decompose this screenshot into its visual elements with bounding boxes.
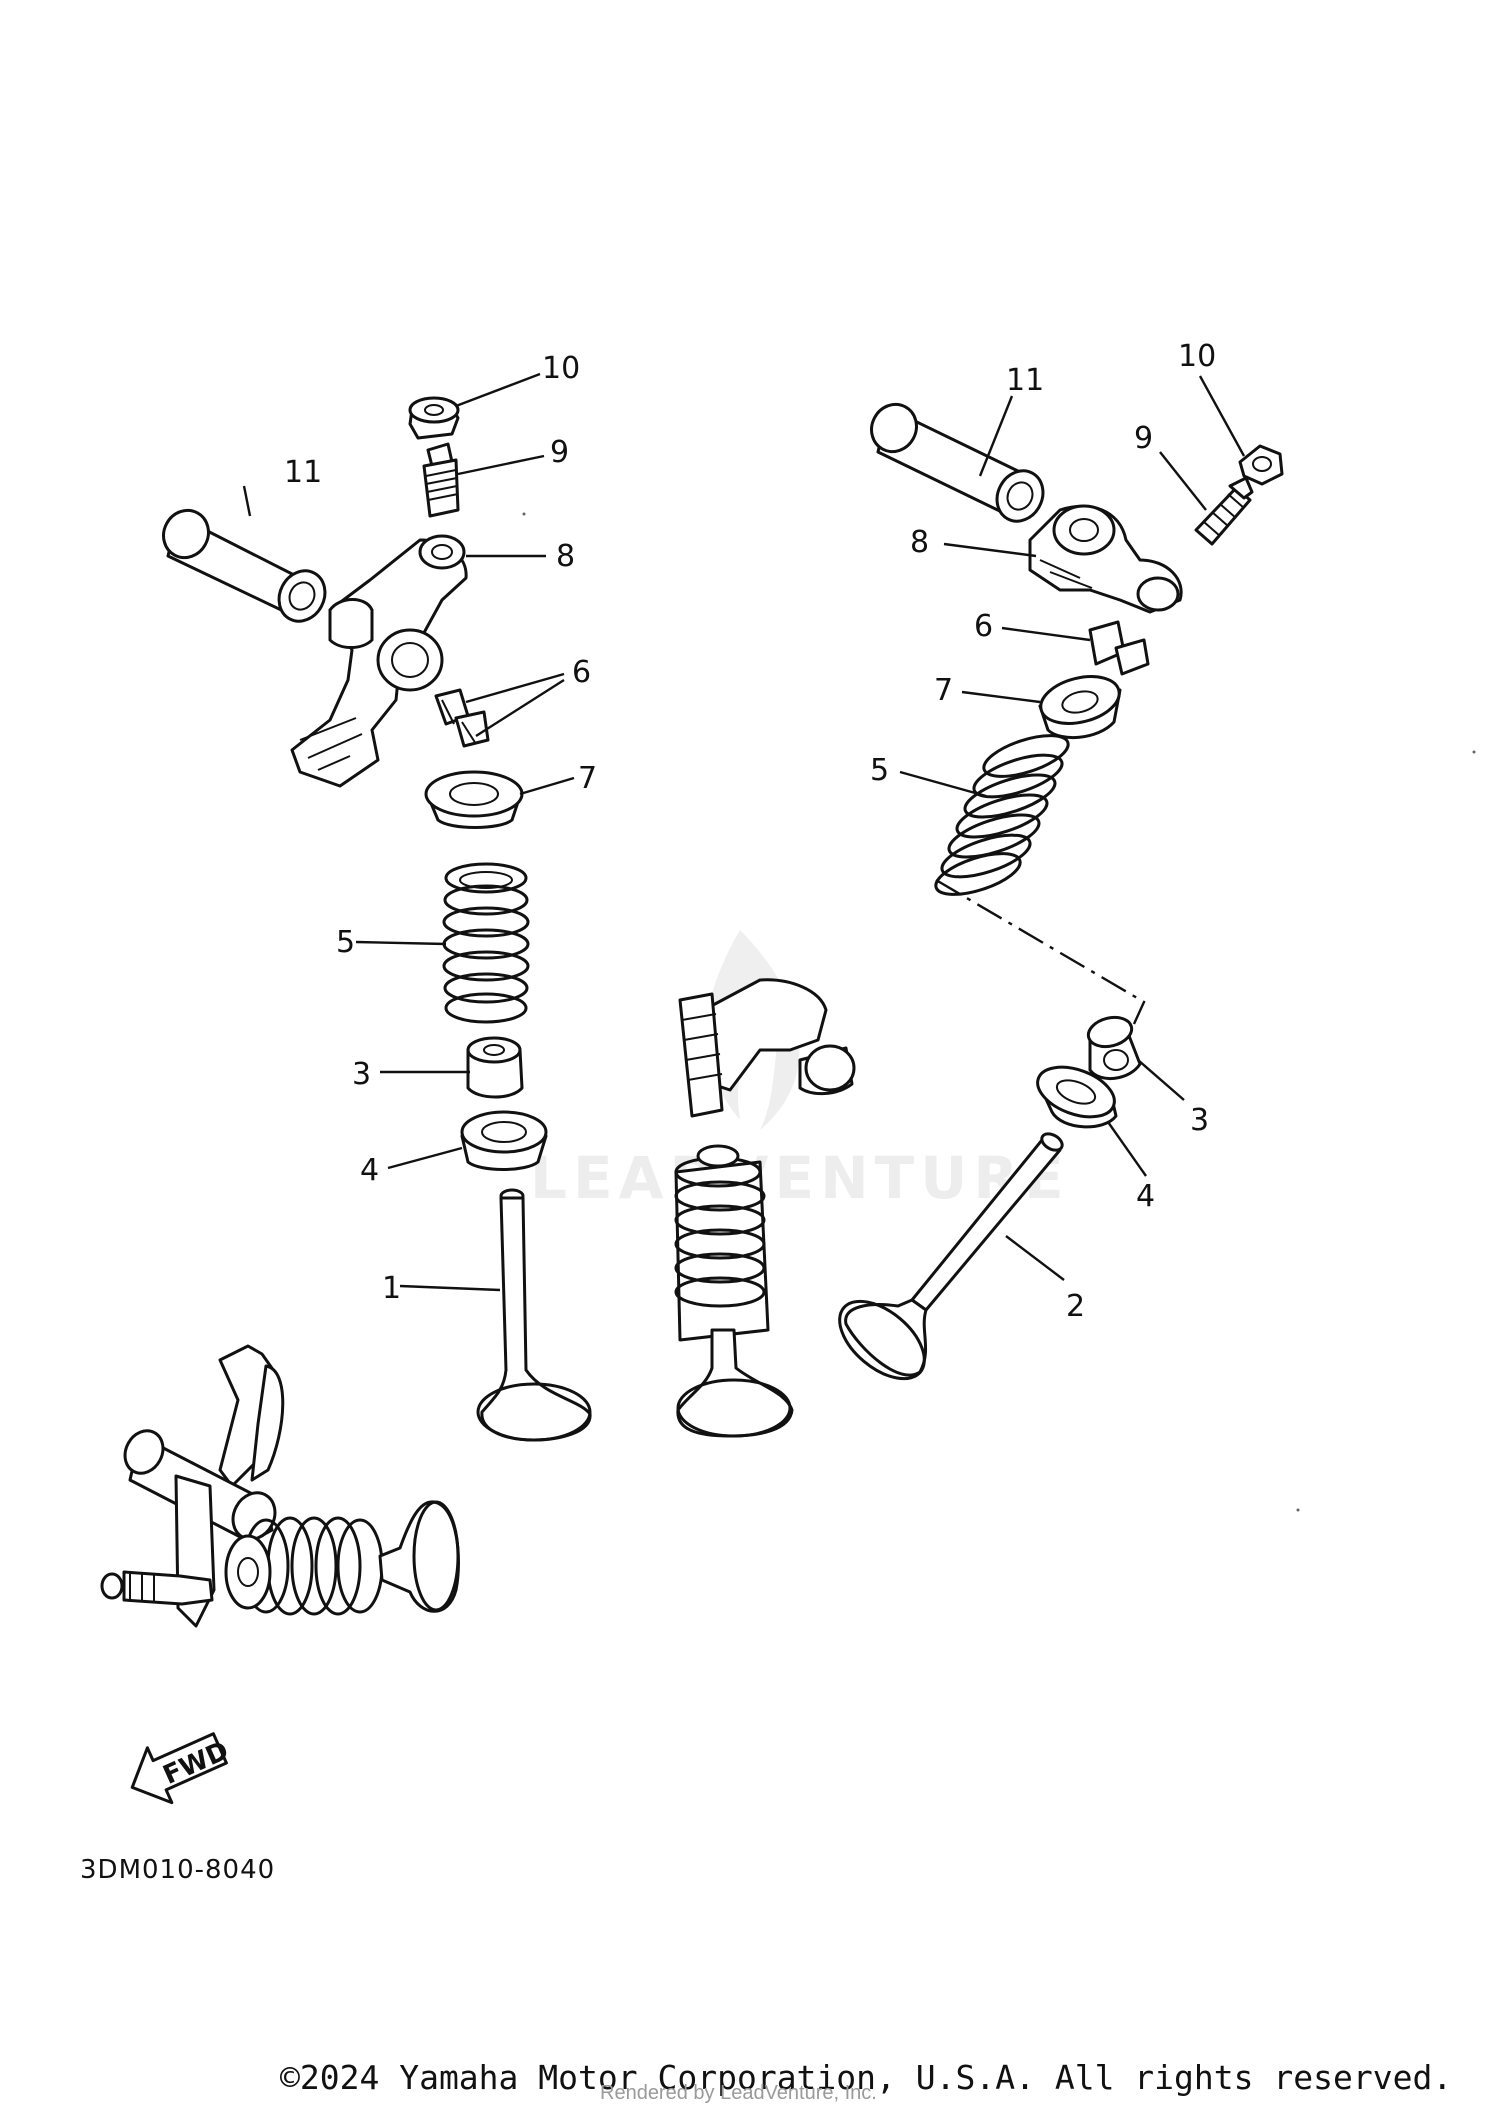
callout-left-adjuster-screw: 9 bbox=[550, 435, 569, 470]
rendered-by-text: Rendered by LeadVenture, Inc. bbox=[600, 2082, 877, 2104]
right-retainer-part bbox=[1038, 675, 1122, 740]
left-valve-part bbox=[476, 1188, 592, 1442]
left-adjuster-screw-part bbox=[422, 442, 460, 518]
callout-right-adjuster-screw: 9 bbox=[1134, 421, 1153, 456]
callout-left-retainer: 7 bbox=[578, 761, 597, 796]
callout-left-cotter: 6 bbox=[572, 655, 591, 690]
lower-left-reference-assembly bbox=[100, 1344, 460, 1628]
callout-left-stem-seal: 3 bbox=[352, 1057, 371, 1092]
right-adjuster-screw-part bbox=[1194, 476, 1254, 546]
right-valve-part bbox=[838, 1132, 1064, 1381]
right-adjuster-nut-part bbox=[1238, 444, 1284, 486]
callout-left-rocker-arm: 8 bbox=[556, 539, 575, 574]
callout-left-rocker-shaft: 11 bbox=[284, 455, 322, 490]
callout-right-rocker-arm: 8 bbox=[910, 525, 929, 560]
callout-right-adjuster-nut: 10 bbox=[1178, 339, 1216, 374]
left-rocker-shaft-part bbox=[162, 508, 327, 623]
scan-specks bbox=[522, 512, 1476, 1512]
callout-right-valve: 2 bbox=[1066, 1289, 1085, 1324]
right-spring-part bbox=[934, 734, 1070, 896]
center-reference-assembly bbox=[674, 978, 856, 1438]
callout-right-rocker-shaft: 11 bbox=[1006, 363, 1044, 398]
left-adjuster-nut-part bbox=[408, 396, 460, 440]
diagram-code: 3DM010-8040 bbox=[80, 1855, 275, 1885]
left-valve-assembly: 10 9 8 11 6 7 5 3 4 1 bbox=[162, 351, 597, 1442]
callout-right-retainer: 7 bbox=[934, 673, 953, 708]
right-stem-seal-part bbox=[1086, 1015, 1142, 1081]
callout-left-spring: 5 bbox=[336, 925, 355, 960]
right-rocker-shaft-part bbox=[870, 402, 1045, 523]
right-cotter-part bbox=[1088, 620, 1150, 676]
right-spring-seat-part bbox=[1036, 1065, 1118, 1129]
callout-right-cotter: 6 bbox=[974, 609, 993, 644]
callout-left-valve: 1 bbox=[382, 1271, 401, 1306]
left-rocker-arm-part bbox=[290, 534, 468, 788]
left-spring-part bbox=[442, 862, 530, 1024]
callout-right-spring: 5 bbox=[870, 753, 889, 788]
callout-left-spring-seat: 4 bbox=[360, 1153, 379, 1188]
left-spring-seat-part bbox=[460, 1110, 548, 1171]
fwd-arrow-icon: FWD bbox=[130, 1732, 233, 1805]
left-retainer-part bbox=[424, 770, 524, 829]
callout-right-stem-seal: 3 bbox=[1190, 1103, 1209, 1138]
right-valve-assembly: 11 10 9 8 6 7 5 3 4 2 bbox=[838, 339, 1284, 1381]
right-rocker-arm-part bbox=[1028, 504, 1183, 614]
watermark-text: LEADVENTURE bbox=[530, 1144, 1070, 1212]
left-stem-seal-part bbox=[466, 1036, 524, 1099]
left-cotter-part bbox=[434, 688, 490, 748]
copyright-text: ©2024 Yamaha Motor Corporation, U.S.A. A… bbox=[280, 2058, 1453, 2097]
callout-left-adjuster-nut: 10 bbox=[542, 351, 580, 386]
callout-right-spring-seat: 4 bbox=[1136, 1179, 1155, 1214]
